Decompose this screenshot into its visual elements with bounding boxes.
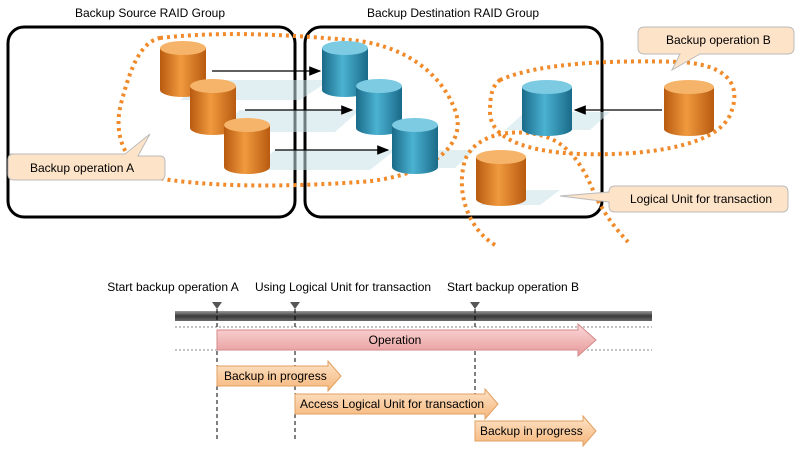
access-lu-bar: Access Logical Unit for transaction xyxy=(294,387,499,421)
operation-bar-label: Operation xyxy=(369,333,422,347)
callout-backup-b-text: Backup operation B xyxy=(666,33,771,47)
destination-disk-b xyxy=(522,80,572,136)
marker-triangles xyxy=(212,302,480,309)
destination-disk-2 xyxy=(356,79,402,135)
backup-progress-label-1: Backup in progress xyxy=(224,369,327,383)
logical-unit-disk xyxy=(476,150,526,206)
callout-logical-unit-text: Logical Unit for transaction xyxy=(630,192,772,206)
destination-disk-3 xyxy=(392,118,438,174)
marker-label-start-a: Start backup operation A xyxy=(107,280,238,294)
destination-group-label: Backup Destination RAID Group xyxy=(367,6,539,20)
callout-backup-a: Backup operation A xyxy=(7,133,166,181)
copy-arrows xyxy=(212,66,662,155)
source-group-label: Backup Source RAID Group xyxy=(75,6,225,20)
callout-backup-b: Backup operation B xyxy=(637,26,795,72)
source-disk-2 xyxy=(190,79,236,135)
backup-b-outline xyxy=(487,59,737,157)
access-lu-label: Access Logical Unit for transaction xyxy=(300,397,484,411)
source-disk-b xyxy=(664,80,714,136)
backup-progress-bar-1: Backup in progress xyxy=(216,359,342,393)
backup-progress-bar-2: Backup in progress xyxy=(474,414,597,448)
callout-logical-unit: Logical Unit for transaction xyxy=(559,185,789,213)
operation-bar: Operation xyxy=(216,322,597,358)
source-disk-3 xyxy=(224,118,270,174)
marker-label-start-b: Start backup operation B xyxy=(447,280,579,294)
backup-a-outline xyxy=(116,32,460,188)
marker-label-using-lu: Using Logical Unit for transaction xyxy=(255,280,431,294)
callout-backup-a-text: Backup operation A xyxy=(30,161,134,175)
backup-progress-label-2: Backup in progress xyxy=(480,424,583,438)
